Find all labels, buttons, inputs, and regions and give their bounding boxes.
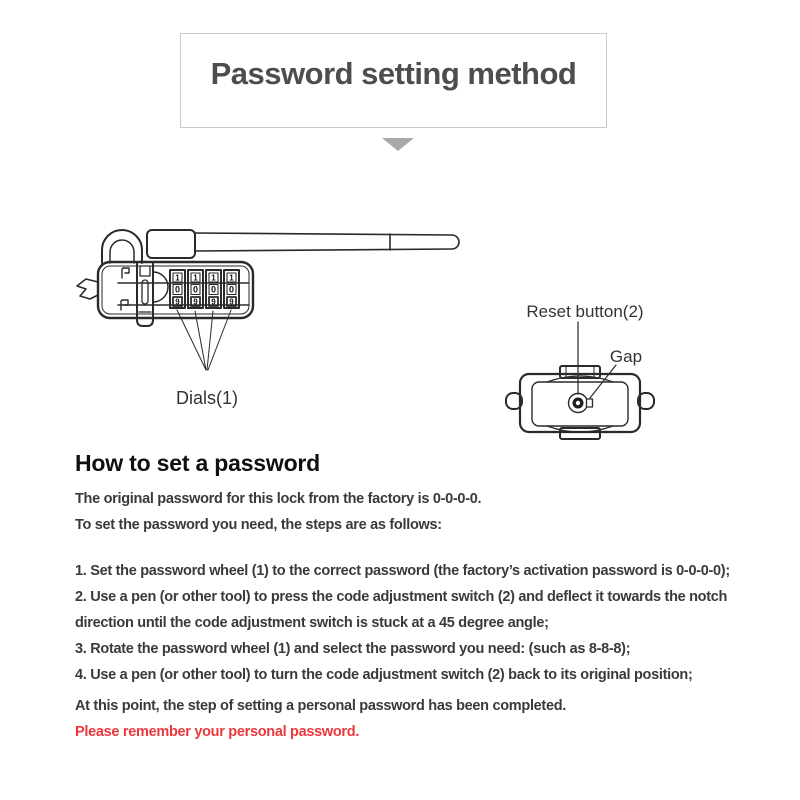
shackle-inner-line	[109, 239, 135, 264]
latch-slot	[141, 279, 149, 305]
dial-wheel[interactable]: 1 0 9	[223, 269, 240, 309]
shackle-outline	[101, 229, 143, 264]
dial-wheel[interactable]: 1 0 9	[169, 269, 186, 309]
step-4: 4. Use a pen (or other tool) to turn the…	[75, 667, 693, 683]
intro-paragraph: The original password for this lock from…	[75, 486, 482, 538]
lock-top-view	[505, 321, 655, 440]
dial-digit-mid: 0	[211, 285, 216, 295]
dial-wheel[interactable]: 1 0 9	[187, 269, 204, 309]
reset-button-label: Reset button(2)	[526, 302, 643, 321]
dial-digit-mid: 0	[193, 285, 198, 295]
lock-side-view	[76, 229, 460, 327]
release-lever	[76, 278, 99, 300]
steps-list: 1. Set the password wheel (1) to the cor…	[75, 558, 730, 688]
lock-body-outline	[96, 260, 255, 320]
top-tab-ticks	[565, 365, 595, 378]
intro-line-2: To set the password you need, the steps …	[75, 517, 442, 533]
dial-digit-top: 1	[211, 274, 216, 283]
dial-digit-top: 1	[175, 274, 180, 283]
pin-mark-top	[121, 267, 130, 279]
dial-digit-bot: 9	[175, 298, 180, 307]
warning-note: Please remember your personal password.	[75, 724, 360, 740]
dial-digit-top: 1	[193, 274, 198, 283]
dial-wheel[interactable]: 1 0 9	[205, 269, 222, 309]
closing-note: At this point, the step of setting a per…	[75, 698, 567, 714]
title-banner: Password setting method	[180, 33, 607, 128]
top-view-body-inner	[531, 381, 629, 427]
pin-mark-bottom	[120, 299, 129, 311]
side-pin-left	[505, 392, 523, 410]
step-3: 3. Rotate the password wheel (1) and sel…	[75, 641, 631, 657]
dial-digit-bot: 9	[211, 298, 216, 307]
dial-digit-mid: 0	[175, 285, 180, 295]
latch-top-block	[139, 265, 151, 277]
intro-line-1: The original password for this lock from…	[75, 491, 482, 507]
page-title: Password setting method	[210, 56, 577, 91]
gap-leader-line	[589, 364, 617, 399]
cam-bulge	[152, 271, 169, 303]
dial-digit-mid: 0	[229, 285, 234, 295]
gap-label: Gap	[610, 347, 642, 366]
top-bulge-arc	[546, 375, 614, 383]
latch-column	[136, 261, 154, 327]
step-1: 1. Set the password wheel (1) to the cor…	[75, 563, 730, 579]
lock-body-inner-line	[101, 265, 250, 315]
bottom-tab	[559, 427, 601, 440]
dials-leader-lines	[176, 309, 232, 371]
down-arrow-icon	[382, 138, 414, 151]
reset-button-center-dot	[575, 400, 581, 406]
top-tab	[559, 365, 601, 379]
lock-diagram: 1 0 9 1 0 9 1 0 9	[76, 229, 655, 440]
step-2-line-1: 2. Use a pen (or other tool) to press th…	[75, 589, 728, 605]
gap-notch	[585, 398, 594, 408]
dial-digit-bot: 9	[229, 298, 234, 307]
cable-holder	[146, 229, 196, 259]
dial-wheels: 1 0 9 1 0 9 1 0 9	[169, 269, 240, 371]
step-2-line-2: direction until the code adjustment swit…	[75, 615, 549, 631]
bottom-bulge-arc	[546, 425, 614, 433]
cable-rod	[194, 232, 460, 252]
side-pin-right	[637, 392, 655, 410]
dial-digit-bot: 9	[193, 298, 198, 307]
dial-digit-top: 1	[229, 274, 234, 283]
section-heading: How to set a password	[75, 450, 321, 476]
dials-label: Dials(1)	[176, 388, 238, 408]
